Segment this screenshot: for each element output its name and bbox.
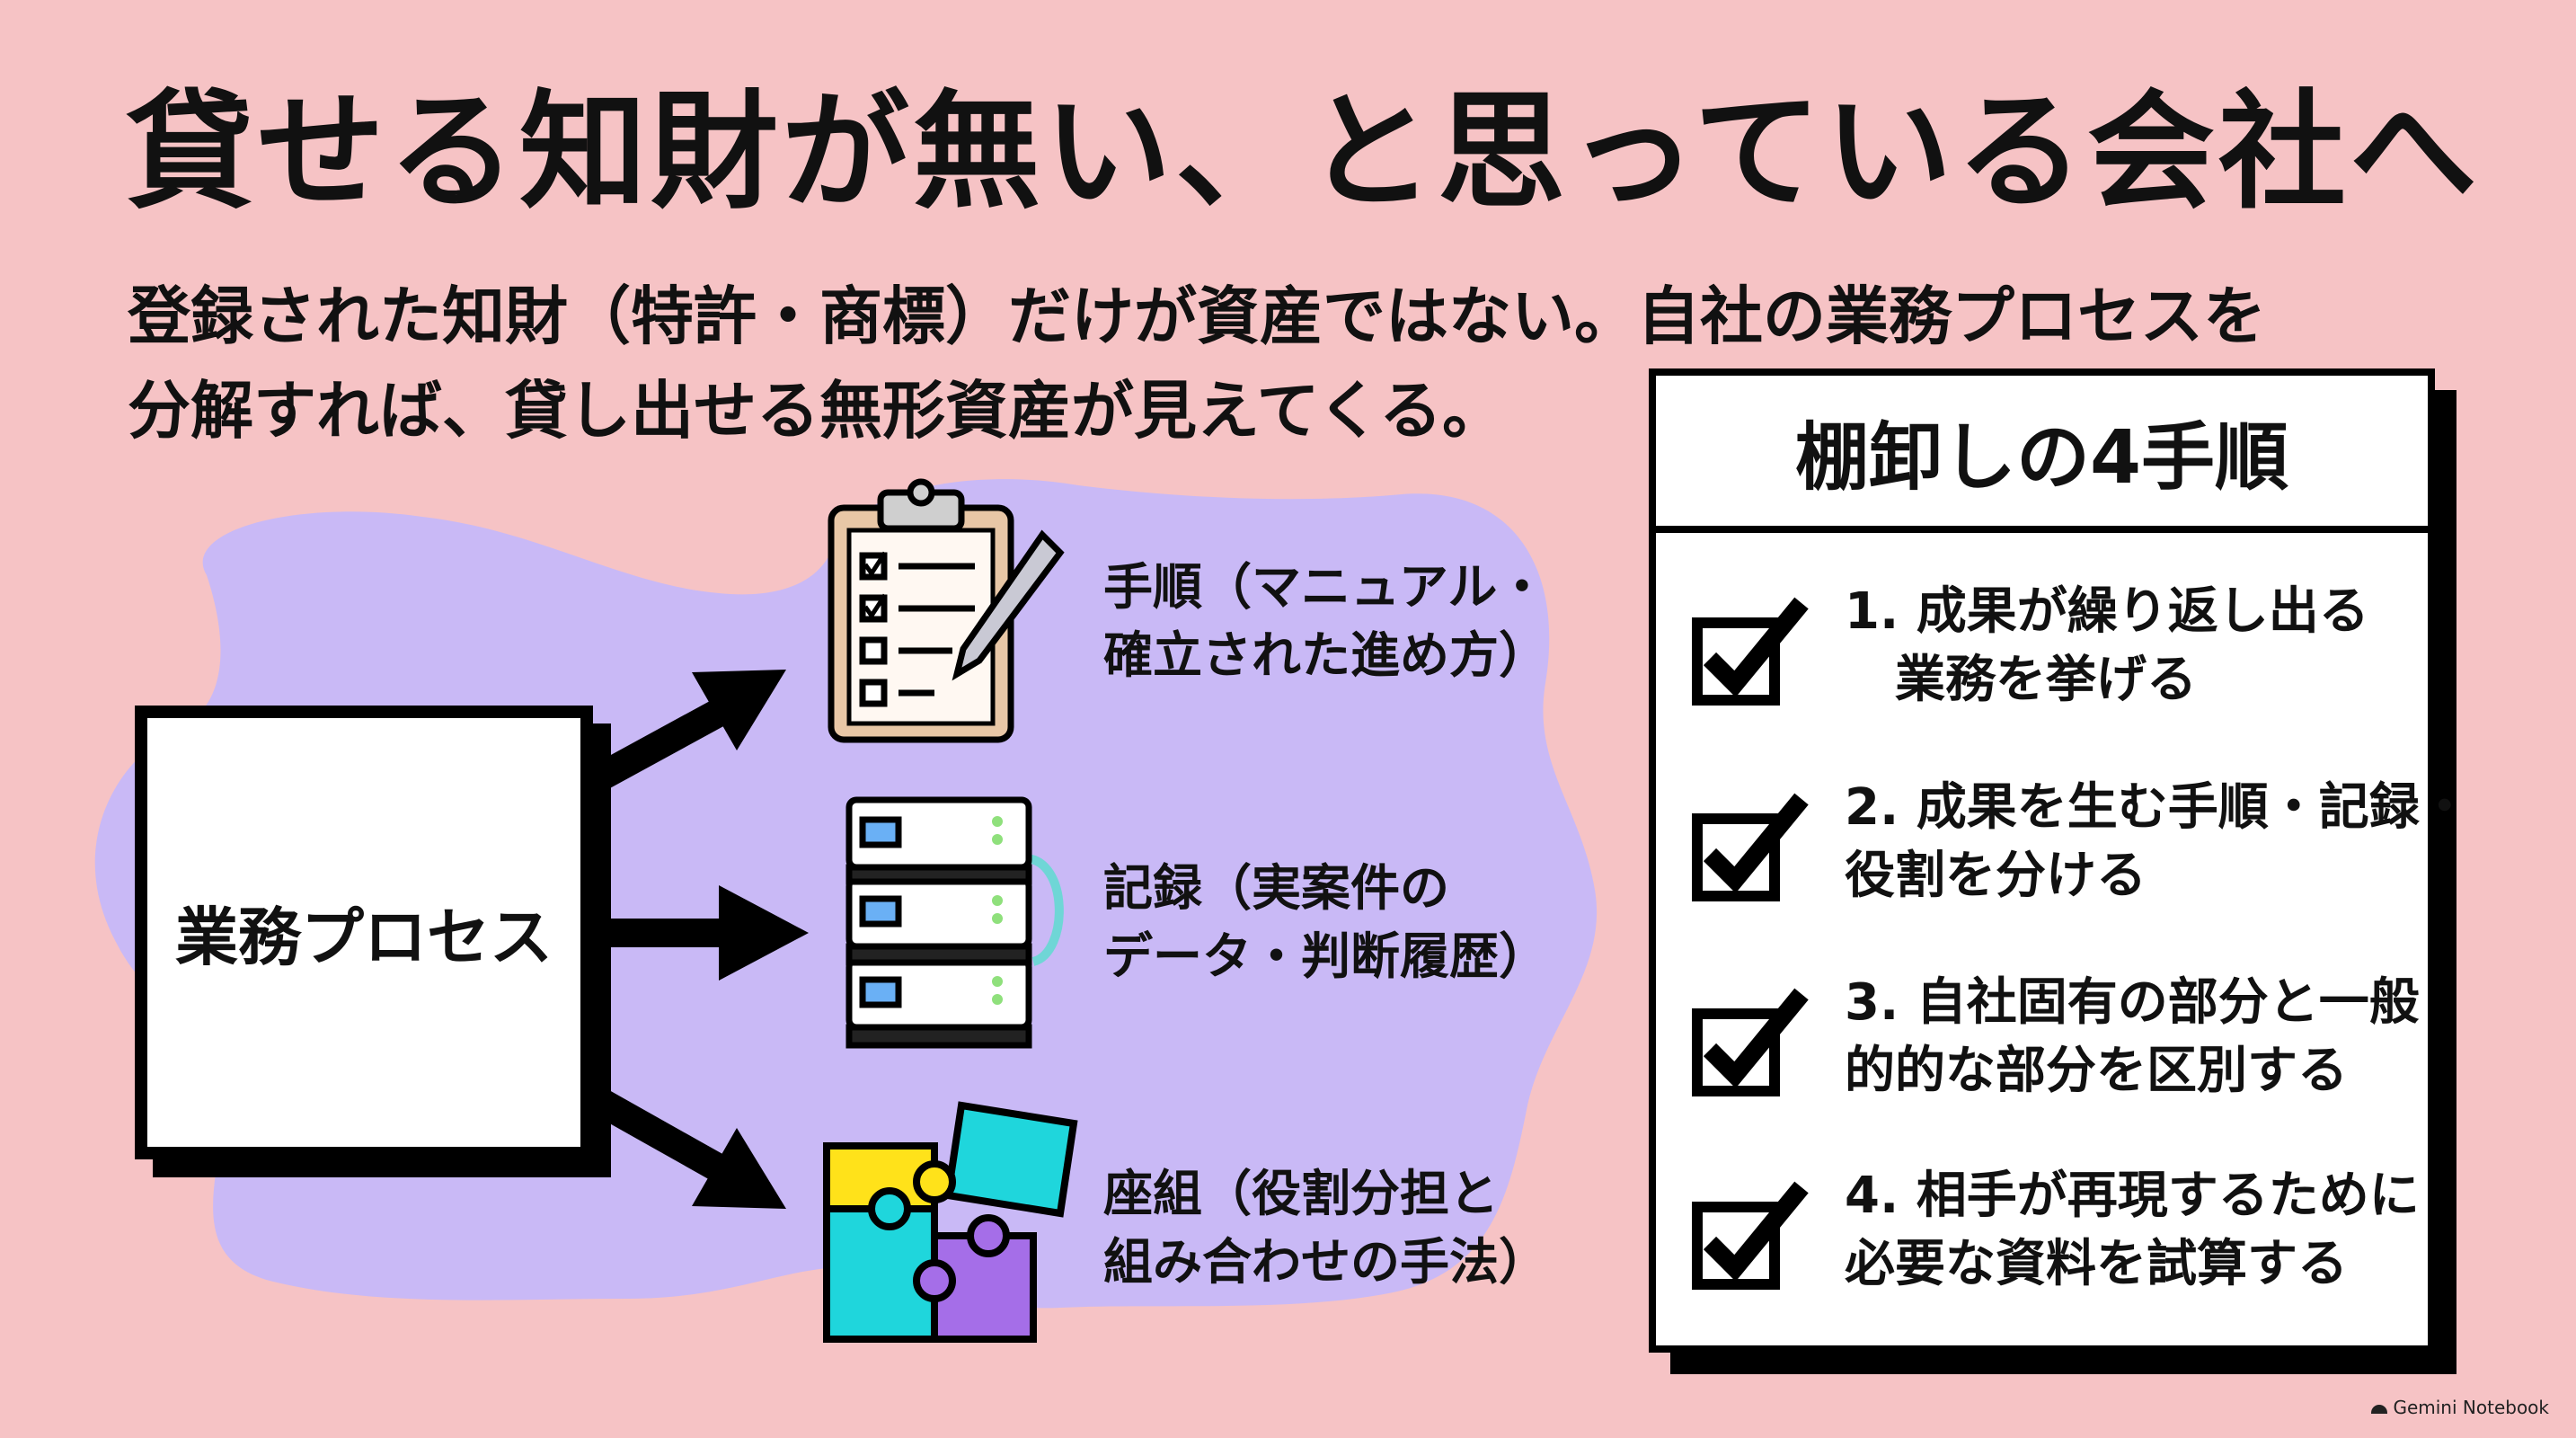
item-label-records: 記録（実案件の データ・判断履歴） — [1103, 854, 1548, 990]
item-label-line: 組み合わせの手法） — [1103, 1233, 1549, 1291]
page-title: 貸せる知財が無い、と思っている会社へ — [126, 78, 2481, 226]
process-label: 業務プロセス — [175, 901, 553, 974]
process-box: 業務プロセス — [135, 706, 593, 1159]
step-item: 1. 成果が繰り返し出る 業務を挙げる — [1692, 578, 2429, 740]
step-text-line: 必要な資料を試算する — [1845, 1235, 2348, 1293]
step-text-line: 業務を挙げる — [1845, 651, 2197, 709]
step-text-line: 2. 成果を生む手順・記録・ — [1845, 778, 2470, 837]
puzzle-pieces-icon — [823, 1101, 1078, 1343]
step-text-line: 3. 自社固有の部分と一般 — [1845, 973, 2420, 1032]
step-text-line: 4. 相手が再現するために — [1845, 1167, 2420, 1225]
step-text-line: 役割を分ける — [1845, 847, 2147, 905]
item-label-line: データ・判断履歴） — [1103, 928, 1549, 985]
checkbox-checked-icon — [1692, 988, 1809, 1096]
arrow-to-team — [568, 1075, 786, 1209]
server-stack-icon — [845, 796, 1064, 1049]
step-item: 2. 成果を生む手順・記録・ 役割を分ける — [1692, 774, 2470, 936]
item-label-line: 座組（役割分担と — [1103, 1165, 1500, 1222]
step-text: 3. 自社固有の部分と一般 的的な部分を区別する — [1845, 969, 2420, 1105]
steps-panel-header: 棚卸しの4手順 — [1656, 376, 2428, 533]
step-item: 4. 相手が再現するために 必要な資料を試算する — [1692, 1162, 2429, 1324]
item-label-line: 記録（実案件の — [1103, 859, 1450, 917]
subtitle: 登録された知財（特許・商標）だけが資産ではない。自社の業務プロセスを 分解すれば… — [128, 270, 2428, 458]
step-text-line: 的的な部分を区別する — [1845, 1042, 2348, 1100]
checkbox-checked-icon — [1692, 793, 1809, 901]
item-label-line: 確立された進め方） — [1103, 626, 1549, 684]
watermark-text: Gemini Notebook — [2393, 1397, 2549, 1418]
steps-panel: 棚卸しの4手順 1. 成果が繰り返し出る 業務を挙げる 2. 成果を生む手順・記… — [1649, 368, 2470, 1353]
watermark: Gemini Notebook — [2371, 1397, 2549, 1418]
checkbox-checked-icon — [1692, 1181, 1809, 1290]
step-text: 4. 相手が再現するために 必要な資料を試算する — [1845, 1162, 2420, 1299]
checkbox-checked-icon — [1692, 597, 1809, 706]
steps-panel-title: 棚卸しの4手順 — [1794, 415, 2289, 501]
item-label-line: 手順（マニュアル・ — [1103, 558, 1547, 616]
item-label-procedure: 手順（マニュアル・ 確立された進め方） — [1103, 553, 1548, 689]
gemini-logo-icon — [2371, 1404, 2388, 1414]
arrow-to-records — [593, 885, 809, 981]
step-item: 3. 自社固有の部分と一般 的的な部分を区別する — [1692, 969, 2429, 1131]
step-text: 1. 成果が繰り返し出る 業務を挙げる — [1845, 578, 2369, 715]
arrow-to-procedure — [568, 670, 786, 804]
step-text: 2. 成果を生む手順・記録・ 役割を分ける — [1845, 774, 2470, 910]
step-text-line: 1. 成果が繰り返し出る — [1845, 582, 2369, 641]
subtitle-line: 登録された知財（特許・商標）だけが資産ではない。自社の業務プロセスを — [128, 280, 2266, 353]
clipboard-checklist-icon — [828, 478, 1065, 743]
subtitle-line: 分解すれば、貸し出せる無形資産が見えてくる。 — [128, 374, 1505, 448]
item-label-team: 座組（役割分担と 組み合わせの手法） — [1103, 1159, 1548, 1296]
